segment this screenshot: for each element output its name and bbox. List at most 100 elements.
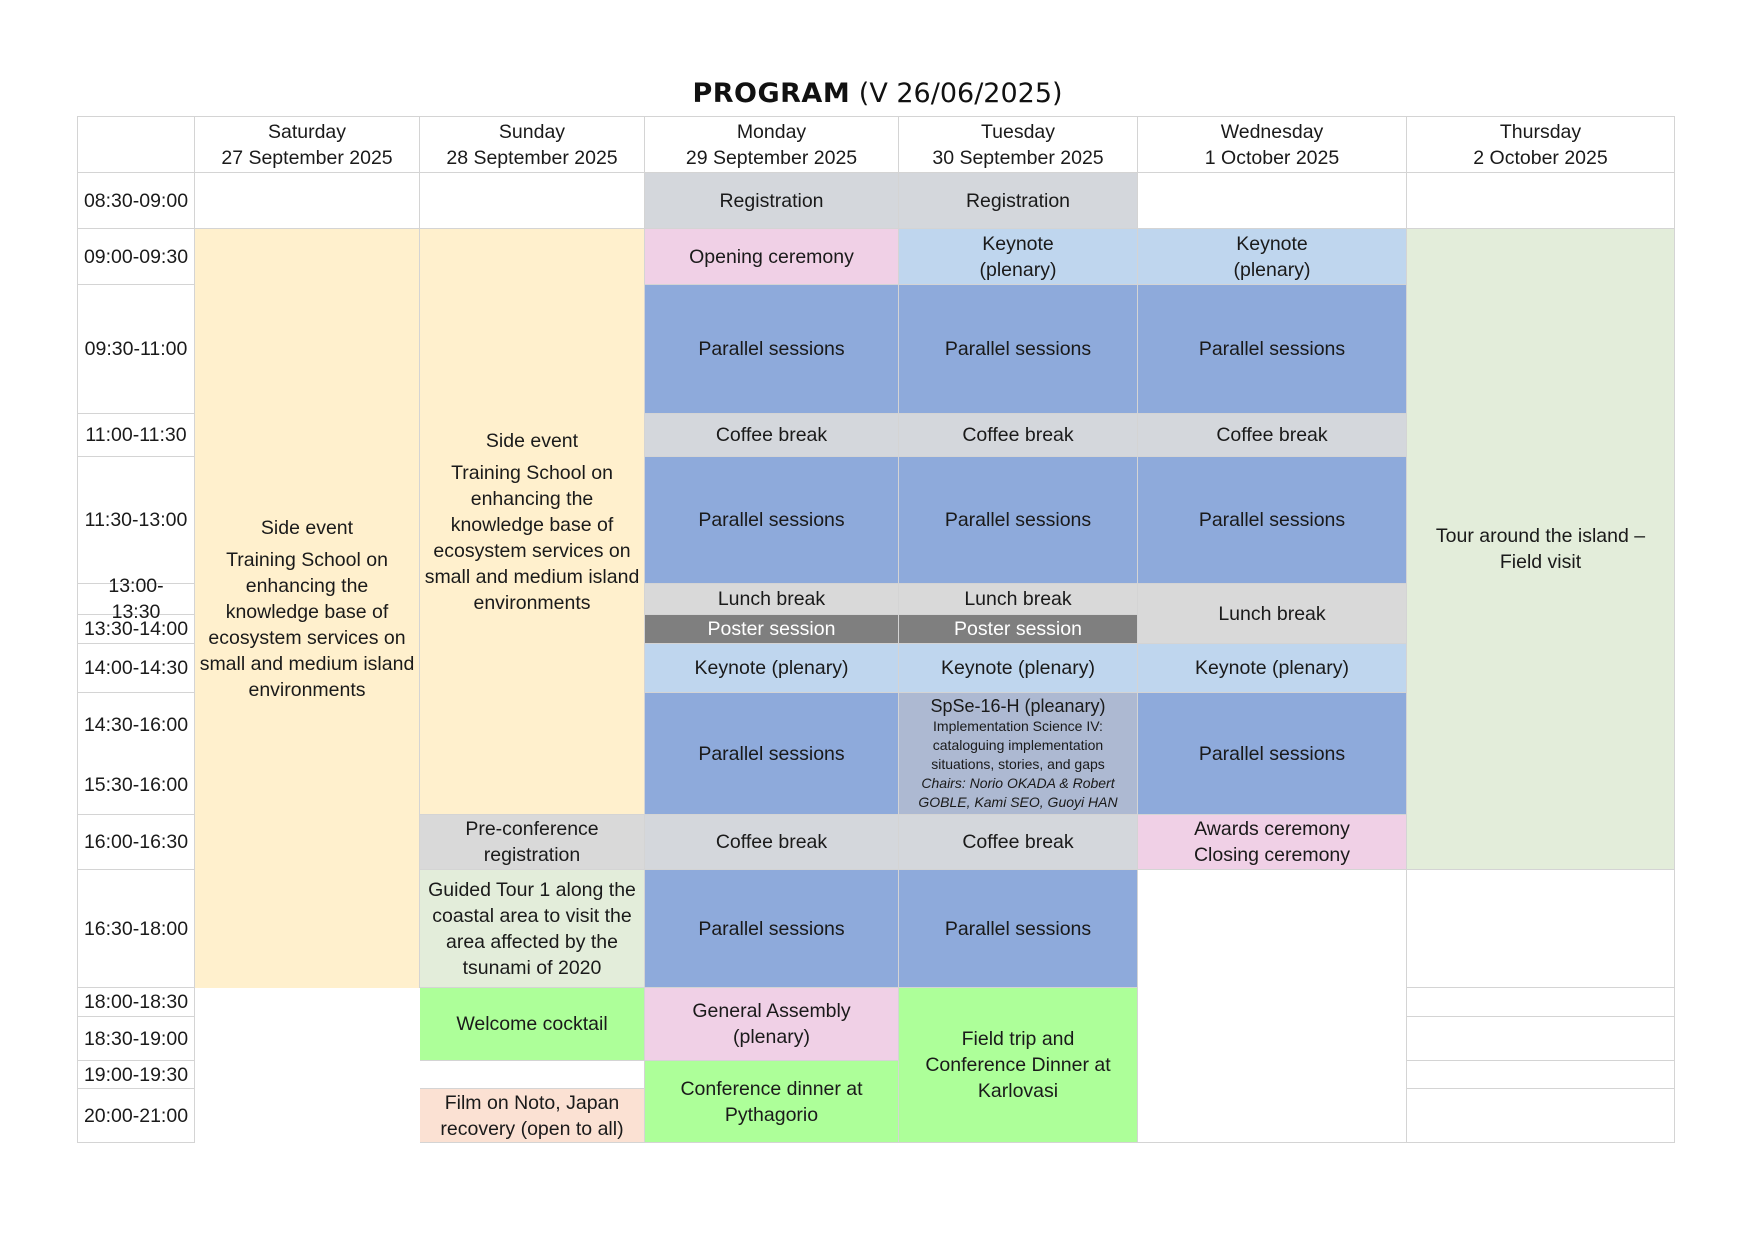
field-visit: Tour around the island – Field visit	[1407, 229, 1675, 870]
day-name: Wednesday	[1220, 120, 1324, 143]
lunch-break: Lunch break	[1138, 584, 1407, 644]
time-slot: 20:00-21:00	[77, 1089, 195, 1143]
empty-cell	[1407, 1061, 1675, 1089]
time-slot: 18:30-19:00	[77, 1017, 195, 1061]
keynote: Keynote (plenary)	[1138, 229, 1407, 285]
empty-cell	[1407, 1089, 1675, 1143]
day-name: Saturday	[267, 120, 347, 143]
header-saturday: Saturday 27 September 2025	[195, 116, 420, 173]
keynote-plenary: Keynote (plenary)	[1138, 644, 1407, 693]
event-label: (plenary)	[733, 1026, 810, 1048]
keynote-plenary: Keynote (plenary)	[899, 644, 1138, 693]
day-date: 1 October 2025	[1204, 146, 1340, 169]
day-date: 2 October 2025	[1473, 146, 1608, 169]
poster-session: Poster session	[899, 615, 1138, 644]
page-title: PROGRAM (V 26/06/2025)	[0, 78, 1755, 109]
pre-conference-registration: Pre-conference registration	[420, 815, 645, 870]
coffee-break: Coffee break	[645, 414, 899, 457]
day-name: Thursday	[1499, 120, 1582, 143]
coffee-break: Coffee break	[899, 815, 1138, 870]
header-sunday: Sunday 28 September 2025	[420, 116, 645, 173]
side-event-description: Training School on enhancing the knowled…	[199, 548, 415, 701]
header-corner	[77, 116, 195, 173]
parallel-sessions: Parallel sessions	[899, 285, 1138, 414]
time-slot: 15:30-16:00	[77, 756, 195, 815]
day-name: Tuesday	[980, 120, 1056, 143]
registration: Registration	[899, 173, 1138, 229]
empty-cell	[1407, 173, 1675, 229]
registration: Registration	[645, 173, 899, 229]
film-event: Film on Noto, Japan recovery (open to al…	[420, 1089, 645, 1143]
time-slot: 13:30-14:00	[77, 615, 195, 644]
parallel-sessions: Parallel sessions	[645, 285, 899, 414]
parallel-sessions: Parallel sessions	[1138, 457, 1407, 584]
lunch-break: Lunch break	[645, 584, 899, 615]
field-trip-dinner: Field trip and Conference Dinner at Karl…	[899, 988, 1138, 1143]
special-session-chairs: Chairs: Norio OKADA & Robert GOBLE, Kami…	[918, 775, 1118, 810]
parallel-sessions: Parallel sessions	[645, 693, 899, 815]
special-session: SpSe-16-H (pleanary) Implementation Scie…	[899, 693, 1138, 815]
empty-cell	[1407, 870, 1675, 988]
time-slot: 18:00-18:30	[77, 988, 195, 1017]
time-slot: 09:30-11:00	[77, 285, 195, 414]
parallel-sessions: Parallel sessions	[1138, 693, 1407, 815]
side-event-description: Training School on enhancing the knowled…	[424, 461, 640, 614]
time-slot: 08:30-09:00	[77, 173, 195, 229]
coffee-break: Coffee break	[645, 815, 899, 870]
general-assembly: General Assembly (plenary)	[645, 988, 899, 1061]
time-slot: 14:00-14:30	[77, 644, 195, 693]
day-date: 27 September 2025	[221, 146, 393, 169]
header-monday: Monday 29 September 2025	[645, 116, 899, 173]
side-event-saturday: Side event Training School on enhancing …	[195, 229, 420, 988]
lunch-break: Lunch break	[899, 584, 1138, 615]
empty-cell	[1407, 988, 1675, 1017]
empty-cell	[420, 1061, 645, 1089]
empty-cell	[195, 173, 420, 229]
opening-ceremony: Opening ceremony	[645, 229, 899, 285]
time-slot: 19:00-19:30	[77, 1061, 195, 1089]
event-label: Awards ceremony	[1194, 818, 1350, 840]
event-label: General Assembly	[692, 1000, 851, 1022]
guided-tour: Guided Tour 1 along the coastal area to …	[420, 870, 645, 988]
header-wednesday: Wednesday 1 October 2025	[1138, 116, 1407, 173]
coffee-break: Coffee break	[1138, 414, 1407, 457]
day-name: Monday	[736, 120, 807, 143]
empty-cell	[1138, 870, 1407, 1143]
time-slot: 16:00-16:30	[77, 815, 195, 870]
time-slot: 14:30-16:00	[77, 693, 195, 756]
event-label: Keynote	[982, 232, 1054, 255]
empty-cell	[1138, 173, 1407, 229]
parallel-sessions: Parallel sessions	[645, 457, 899, 584]
awards-closing-ceremony: Awards ceremony Closing ceremony	[1138, 815, 1407, 870]
empty-cell	[1407, 1017, 1675, 1061]
conference-dinner: Conference dinner at Pythagorio	[645, 1061, 899, 1143]
time-slot: 09:00-09:30	[77, 229, 195, 285]
keynote: Keynote (plenary)	[899, 229, 1138, 285]
event-label: Pre-conference	[465, 818, 599, 840]
title-main: PROGRAM	[692, 78, 851, 109]
coffee-break: Coffee break	[899, 414, 1138, 457]
special-session-title: SpSe-16-H (pleanary)	[930, 696, 1106, 716]
welcome-cocktail: Welcome cocktail	[420, 988, 645, 1061]
parallel-sessions: Parallel sessions	[645, 870, 899, 988]
parallel-sessions: Parallel sessions	[899, 870, 1138, 988]
side-event-title: Side event	[260, 516, 354, 539]
event-label: registration	[483, 844, 581, 866]
event-label: Closing ceremony	[1193, 844, 1351, 866]
day-date: 28 September 2025	[446, 146, 618, 169]
day-name: Sunday	[498, 120, 566, 143]
time-slot: 13:00- 13:30	[77, 575, 195, 623]
parallel-sessions: Parallel sessions	[1138, 285, 1407, 414]
side-event-sunday: Side event Training School on enhancing …	[420, 229, 645, 815]
title-version: (V 26/06/2025)	[858, 78, 1063, 109]
special-session-description: Implementation Science IV: cataloguing i…	[931, 718, 1105, 772]
side-event-title: Side event	[485, 429, 579, 452]
parallel-sessions: Parallel sessions	[899, 457, 1138, 584]
event-label: Keynote	[1236, 232, 1308, 255]
header-tuesday: Tuesday 30 September 2025	[899, 116, 1138, 173]
day-date: 29 September 2025	[685, 146, 858, 169]
time-slot: 16:30-18:00	[77, 870, 195, 988]
keynote-plenary: Keynote (plenary)	[645, 644, 899, 693]
day-date: 30 September 2025	[932, 146, 1104, 169]
empty-cell	[420, 173, 645, 229]
